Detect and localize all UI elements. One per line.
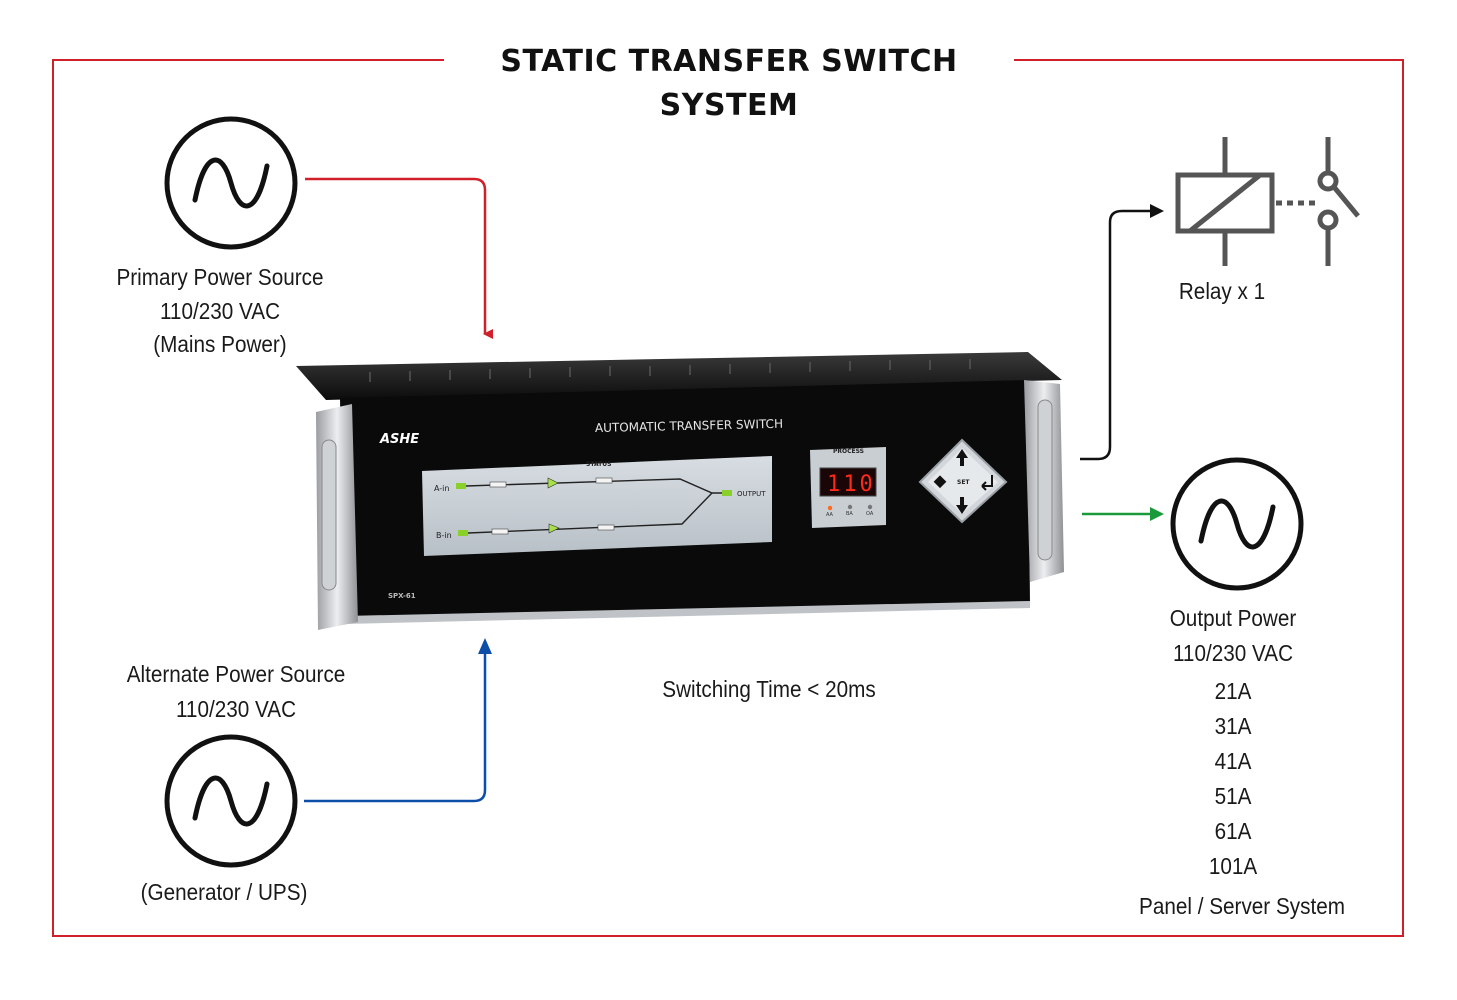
primary-source-voltage: 110/230 VAC: [159, 298, 281, 324]
alternate-arrowhead: [478, 638, 492, 654]
device-brand: ASHE: [379, 432, 419, 447]
display-value: 110: [827, 472, 876, 497]
status-panel: STATUS A-in B-in OUTPUT: [422, 456, 772, 556]
primary-source-note: (Mains Power): [153, 331, 287, 357]
down-arrow-icon: [956, 497, 968, 514]
alternate-source-note: (Generator / UPS): [140, 879, 308, 905]
output-source-icon: [1170, 457, 1304, 591]
primary-source-icon: [164, 116, 298, 250]
input-a-label: A-in: [434, 484, 449, 493]
enter-key-icon: [981, 475, 993, 491]
output-rating: 51A: [1214, 783, 1252, 809]
alternate-source-icon: [164, 734, 298, 868]
led-label-aa: AA: [826, 512, 834, 518]
process-label: PROCESS: [833, 448, 864, 455]
output-rating: 101A: [1208, 853, 1258, 879]
relay-connection-line: [1080, 209, 1150, 461]
alternate-connection-line: [304, 644, 487, 803]
output-name: Output Power: [1169, 605, 1297, 631]
switching-time: Switching Time < 20ms: [662, 676, 876, 702]
status-label: STATUS: [586, 461, 611, 468]
led-label-oa: OA: [866, 511, 874, 517]
output-voltage: 110/230 VAC: [1172, 640, 1294, 666]
device-model: SPX-61: [388, 592, 416, 600]
alternate-source-name: Alternate Power Source: [126, 661, 346, 687]
set-label: SET: [957, 479, 970, 486]
diagram-title: STATIC TRANSFER SWITCH SYSTEM: [444, 40, 1014, 123]
transfer-switch-device: ASHE AUTOMATIC TRANSFER SWITCH STATUS A-…: [296, 352, 1064, 630]
input-b-label: B-in: [436, 531, 452, 540]
primary-source-name: Primary Power Source: [116, 264, 324, 290]
output-rating: 31A: [1214, 713, 1252, 739]
up-arrow-icon: [956, 449, 968, 466]
relay-label: Relay x 1: [1178, 278, 1266, 304]
output-label: OUTPUT: [737, 490, 766, 498]
output-rating: 61A: [1214, 818, 1252, 844]
output-arrowhead: [1150, 507, 1164, 521]
led-label-ba: BA: [846, 511, 853, 517]
output-system: Panel / Server System: [1139, 893, 1345, 919]
process-display: PROCESS 110 AA BA OA: [810, 447, 886, 528]
relay-arrowhead: [1150, 204, 1164, 218]
output-rating: 41A: [1214, 748, 1252, 774]
output-rating: 21A: [1214, 678, 1252, 704]
relay-icon: [1175, 137, 1360, 266]
device-panel-title: AUTOMATIC TRANSFER SWITCH: [595, 417, 783, 435]
primary-connection-line: [305, 177, 493, 339]
set-keypad: SET: [918, 438, 1008, 524]
alternate-source-voltage: 110/230 VAC: [175, 696, 297, 722]
